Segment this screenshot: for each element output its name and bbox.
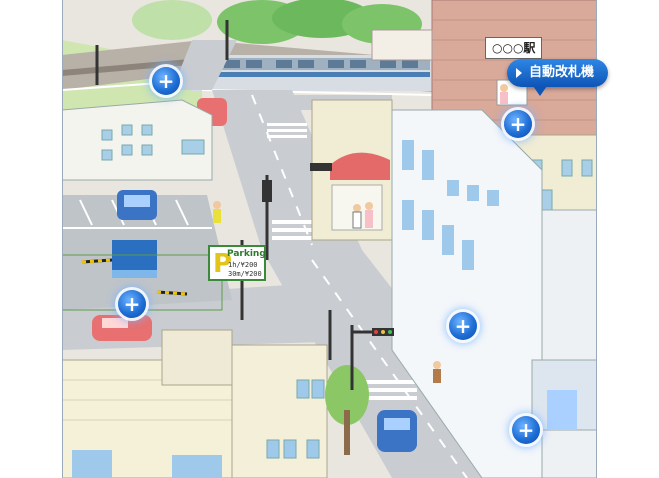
building-lower-left: [62, 359, 243, 478]
parking-sign: P Parking 1h/¥200 30m/¥200: [208, 245, 266, 281]
tree-line: [132, 0, 422, 44]
building-right-lower: [531, 209, 597, 478]
parking-lot: [62, 190, 232, 311]
station-name-sign: ○○○駅: [485, 37, 543, 59]
building-lower-mid: [161, 329, 328, 478]
hotspot-building-entrance[interactable]: +: [512, 416, 540, 444]
cars: [92, 98, 417, 452]
parking-title: Parking: [227, 249, 266, 259]
hotspot-street-corner[interactable]: +: [449, 312, 477, 340]
hotspot-railway-crossing[interactable]: +: [152, 67, 180, 95]
parking-rate-1: 1h/¥200: [228, 261, 258, 269]
building-left-white: [62, 99, 213, 181]
parking-p-letter: P: [213, 249, 233, 279]
ticket-gate-callout[interactable]: 自動改札機: [507, 59, 609, 96]
office-building: [391, 109, 543, 478]
callout-label: 自動改札機: [529, 65, 595, 80]
parking-rate-2: 30m/¥200: [228, 270, 262, 278]
street-tree: [325, 365, 369, 455]
crosswalks: [267, 123, 417, 400]
caret-right-icon: [516, 68, 522, 78]
hotspot-ticket-gate[interactable]: +: [504, 110, 532, 138]
hotspot-parking-lot[interactable]: +: [118, 290, 146, 318]
pedestrians: [213, 84, 508, 383]
